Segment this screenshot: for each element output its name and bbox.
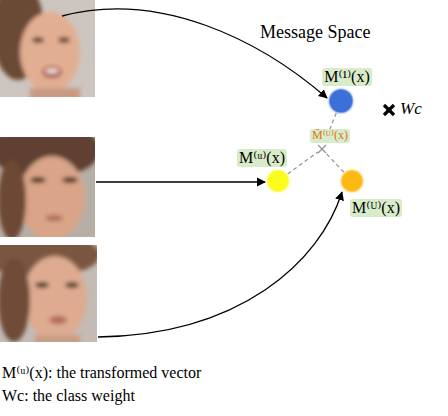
message-dot: M⁽ᵁ⁾(x) <box>342 171 362 191</box>
dashed-connector <box>325 153 343 173</box>
point-label: M⁽¹⁾(x) <box>322 68 372 86</box>
class-weight-marker <box>384 105 394 115</box>
message-space-region: Message SpaceM⁽¹⁾(x)M⁽ᵘ⁾(x)M⁽ᵁ⁾(x)M̄⁽ᵁ⁾(… <box>208 56 414 246</box>
message-dot: M⁽¹⁾(x) <box>330 90 352 112</box>
message-dot: M⁽ᵘ⁾(x) <box>268 171 288 191</box>
point-label: M⁽ᵁ⁾(x) <box>350 199 402 217</box>
mean-marker: M̄⁽ᵁ⁾(x) <box>318 145 326 153</box>
face-image <box>0 0 95 97</box>
dashed-connector <box>288 152 318 174</box>
mean-cross <box>318 145 326 153</box>
mapping-arrow <box>98 192 342 337</box>
region-title: Message Space <box>260 22 370 43</box>
legend-note: Wc: the class weight <box>2 387 135 405</box>
face-image <box>0 245 97 342</box>
point-label: M⁽ᵘ⁾(x) <box>237 149 287 167</box>
face-image <box>0 137 95 237</box>
legend-note: M⁽ᵘ⁾(x): the transformed vector <box>2 364 201 382</box>
mapping-arrow <box>96 181 265 182</box>
class-weight-label: Wc <box>400 99 422 119</box>
point-label: M̄⁽ᵁ⁾(x) <box>310 129 350 143</box>
region-shape <box>209 57 414 246</box>
